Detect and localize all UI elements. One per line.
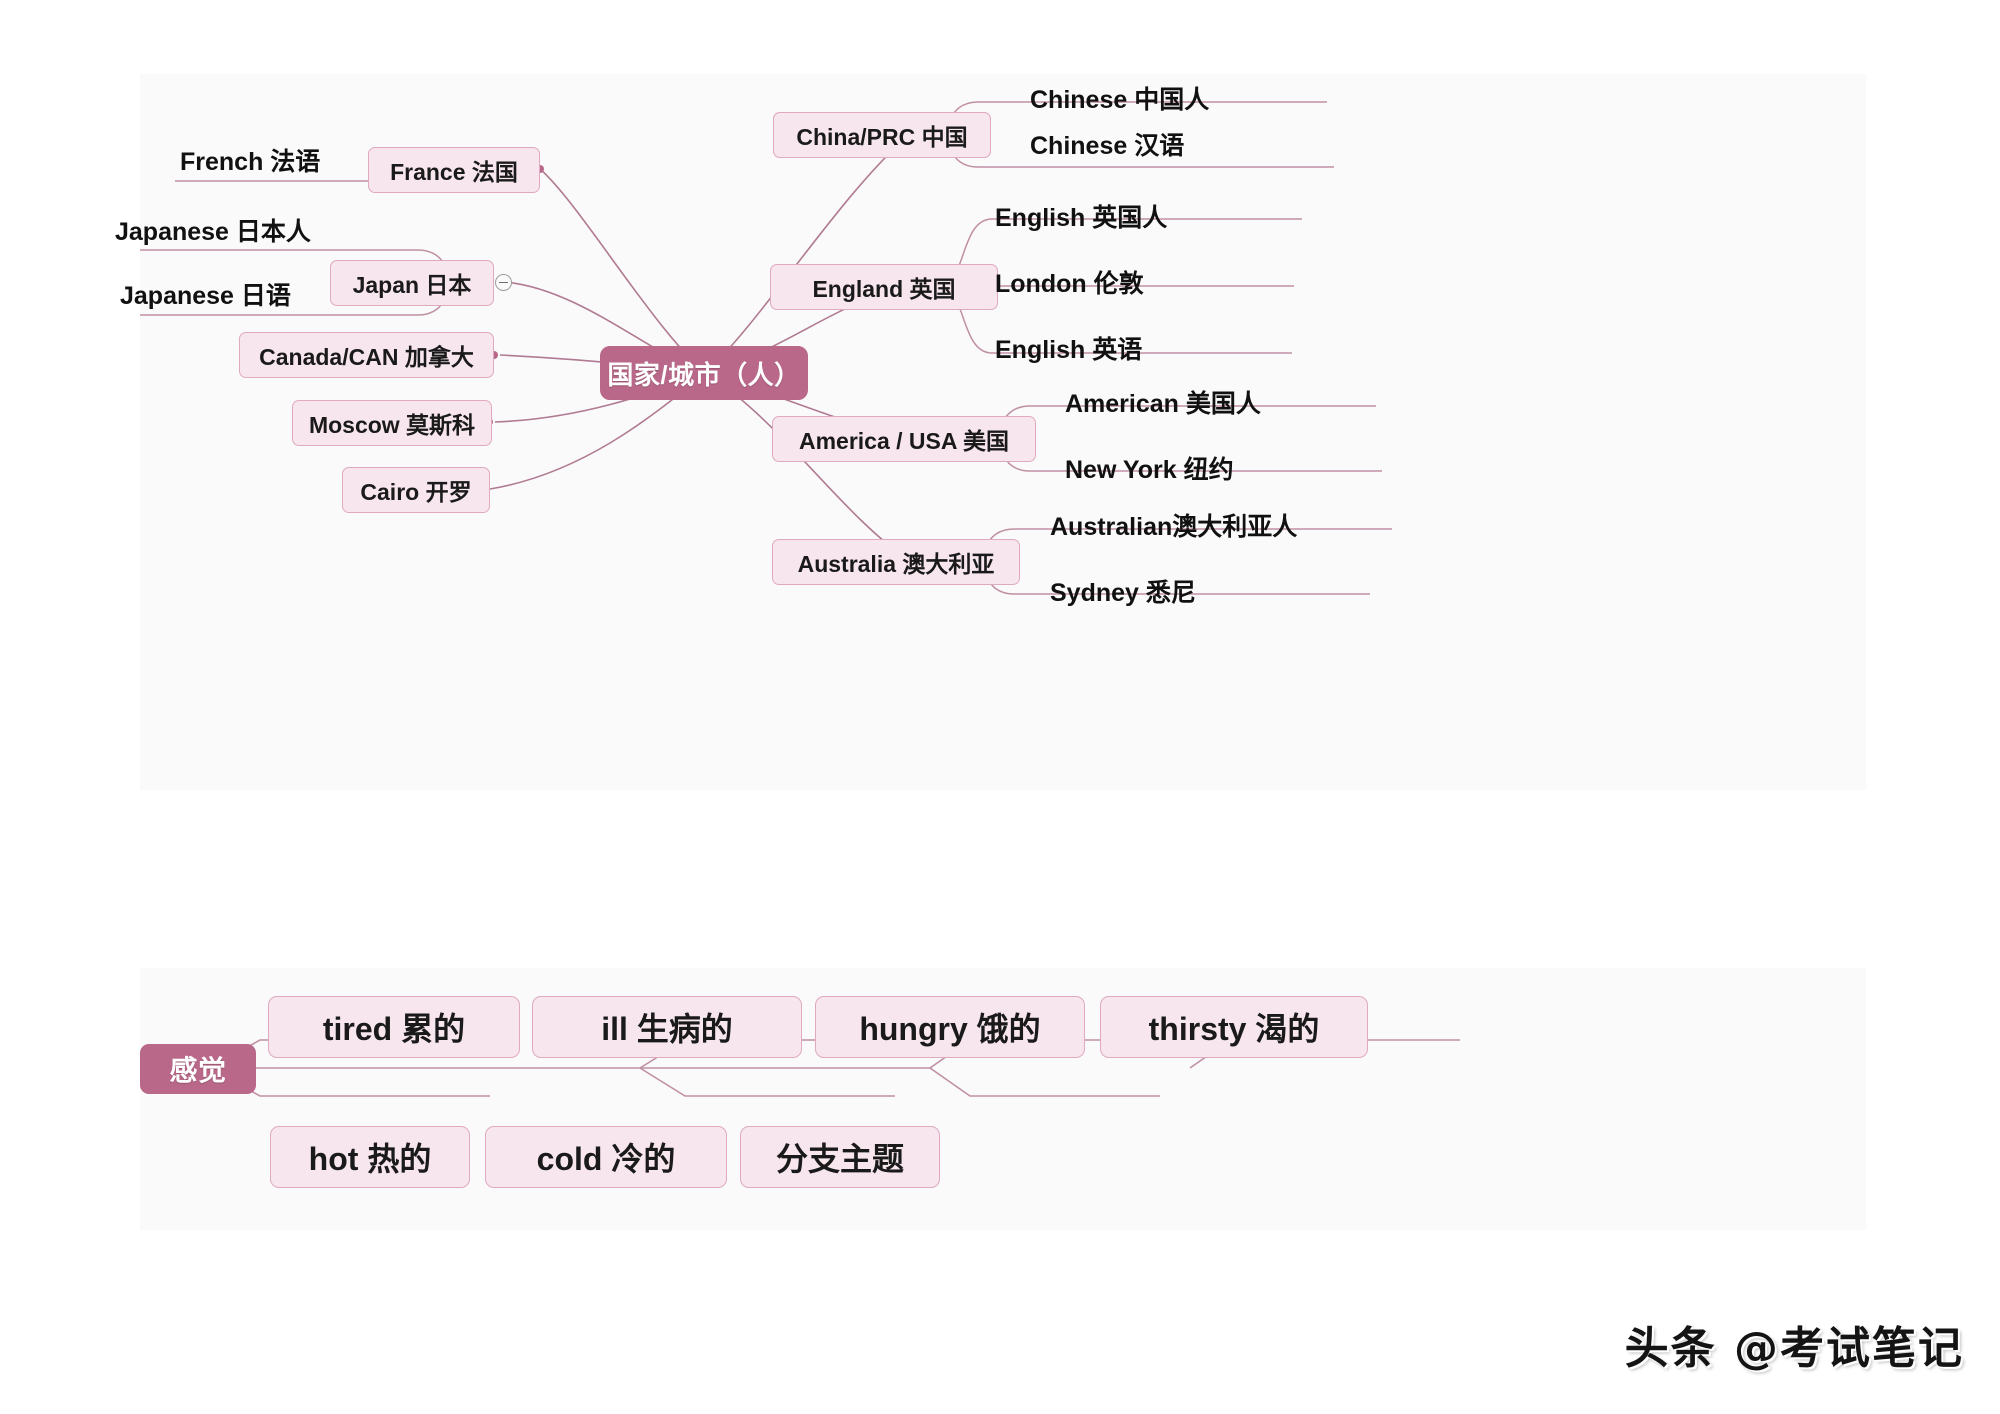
branch-node-ill[interactable]: ill 生病的: [532, 996, 802, 1058]
leaf-node-japanese-language[interactable]: Japanese 日语: [120, 272, 400, 316]
leaf-node-american-people[interactable]: American 美国人: [1065, 380, 1395, 424]
root-node-countries-label: 国家/城市（人）: [607, 359, 801, 390]
leaf-node-english-language[interactable]: English 英语: [995, 326, 1315, 370]
connector-dot-france: [536, 165, 544, 173]
branch-node-cairo[interactable]: Cairo 开罗: [342, 467, 490, 513]
leaf-node-english-language-label: English 英语: [995, 336, 1143, 364]
branch-node-england[interactable]: England 英国: [770, 264, 998, 310]
branch-node-subtopic[interactable]: 分支主题: [740, 1126, 940, 1188]
branch-node-tired[interactable]: tired 累的: [268, 996, 520, 1058]
branch-node-cold-label: cold 冷的: [536, 1141, 676, 1177]
leaf-node-sydney[interactable]: Sydney 悉尼: [1050, 569, 1380, 613]
leaf-node-sydney-label: Sydney 悉尼: [1050, 579, 1196, 607]
branch-node-america-label: America / USA 美国: [798, 428, 1010, 454]
branch-node-australia[interactable]: Australia 澳大利亚: [772, 539, 1020, 585]
branch-node-hot-label: hot 热的: [308, 1141, 432, 1177]
watermark: 头条 @考试笔记: [1624, 1323, 1964, 1374]
root-node-feelings-label: 感觉: [169, 1055, 227, 1086]
leaf-node-japanese-people-label: Japanese 日本人: [115, 218, 311, 246]
branch-node-china-label: China/PRC 中国: [796, 124, 968, 150]
branch-node-ill-label: ill 生病的: [601, 1011, 733, 1047]
branch-node-china-box[interactable]: China/PRC 中国: [773, 112, 991, 158]
branch-node-france-label: France 法国: [390, 159, 518, 185]
branch-node-thirsty[interactable]: thirsty 渴的: [1100, 996, 1368, 1058]
leaf-node-london-label: London 伦敦: [995, 270, 1144, 298]
branch-node-thirsty-label: thirsty 渴的: [1148, 1011, 1320, 1047]
leaf-node-japanese-people[interactable]: Japanese 日本人: [115, 208, 395, 252]
branch-node-moscow[interactable]: Moscow 莫斯科: [292, 400, 492, 446]
connector-dot-canada: [490, 351, 498, 359]
branch-node-subtopic-label: 分支主题: [775, 1141, 904, 1177]
leaf-node-english-people-label: English 英国人: [995, 204, 1168, 232]
branch-node-cairo-label: Cairo 开罗: [360, 479, 472, 505]
leaf-node-french-language-label: French 法语: [180, 148, 321, 176]
leaf-node-australian-people[interactable]: Australian澳大利亚人: [1050, 503, 1400, 547]
branch-node-hungry[interactable]: hungry 饿的: [815, 996, 1085, 1058]
leaf-node-english-people[interactable]: English 英国人: [995, 194, 1315, 238]
branch-node-canada[interactable]: Canada/CAN 加拿大: [239, 332, 494, 378]
mindmap-feelings-canvas: 感觉 tired 累的 ill 生病的 hungry 饿的 thirsty 渴的…: [140, 968, 1866, 1230]
collapse-toggle-japan[interactable]: [495, 274, 512, 291]
leaf-node-american-people-label: American 美国人: [1065, 390, 1261, 418]
branch-node-cold[interactable]: cold 冷的: [485, 1126, 727, 1188]
branch-node-canada-label: Canada/CAN 加拿大: [259, 344, 474, 370]
leaf-node-australian-people-label: Australian澳大利亚人: [1050, 513, 1298, 541]
leaf-node-london[interactable]: London 伦敦: [995, 260, 1315, 304]
leaf-node-new-york-label: New York 纽约: [1065, 456, 1234, 484]
branch-node-hungry-label: hungry 饿的: [859, 1011, 1041, 1047]
branch-node-america[interactable]: America / USA 美国: [772, 416, 1036, 462]
branch-node-australia-label: Australia 澳大利亚: [797, 551, 995, 577]
branch-node-france[interactable]: France 法国: [368, 147, 540, 193]
leaf-node-french-language[interactable]: French 法语: [180, 138, 410, 182]
branch-node-tired-label: tired 累的: [322, 1011, 466, 1047]
leaf-node-chinese-language[interactable]: Chinese 汉语: [1030, 122, 1340, 166]
leaf-node-chinese-people[interactable]: Chinese 中国人: [1030, 76, 1330, 120]
root-node-countries[interactable]: 国家/城市（人）: [600, 346, 808, 400]
branch-node-hot[interactable]: hot 热的: [270, 1126, 470, 1188]
branch-node-england-label: England 英国: [812, 276, 956, 302]
mindmap-countries-canvas: 国家/城市（人） China/PRC 中国 Chinese 中国人 Chines…: [115, 74, 1866, 790]
branch-node-japan-label: Japan 日本: [352, 272, 472, 298]
leaf-node-chinese-language-label: Chinese 汉语: [1030, 132, 1185, 160]
leaf-node-japanese-language-label: Japanese 日语: [120, 282, 291, 310]
branch-node-moscow-label: Moscow 莫斯科: [308, 412, 476, 438]
root-node-feelings[interactable]: 感觉: [140, 1044, 256, 1094]
leaf-node-chinese-people-label: Chinese 中国人: [1030, 86, 1210, 114]
branch-node-japan[interactable]: Japan 日本: [330, 260, 494, 306]
leaf-node-new-york[interactable]: New York 纽约: [1065, 446, 1395, 490]
